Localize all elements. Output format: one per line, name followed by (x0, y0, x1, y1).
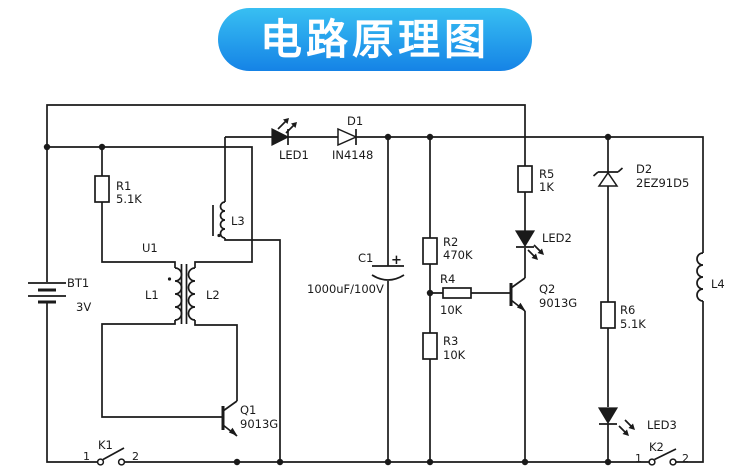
k2-contact-left (648, 458, 656, 466)
resistor-r2: R2 470K (422, 235, 473, 265)
k2-contact-right (669, 458, 677, 466)
r6-value-label: 5.1K (620, 317, 646, 331)
l2-winding (187, 267, 196, 321)
capacitor-c1: + C1 1000uF/100V (307, 251, 405, 296)
r5-value-label: 1K (539, 180, 554, 194)
r3-value-label: 10K (443, 348, 466, 362)
l3-ref-label: L3 (231, 214, 245, 228)
r3-ref-label: R3 (443, 334, 458, 348)
r1-value-label: 5.1K (116, 192, 142, 206)
switch-k1: K1 1 2 (83, 438, 139, 466)
c1-plus-sign: + (391, 253, 402, 268)
r2-ref-label: R2 (443, 235, 458, 249)
l4-winding (696, 252, 704, 302)
transformer-u1: U1 L1 L2 (142, 241, 220, 324)
l3-phase-dot (217, 233, 221, 238)
l1-ref-label: L1 (145, 288, 159, 302)
q2-ref-label: Q2 (539, 282, 555, 296)
transistor-q1: Q1 9013G (221, 400, 278, 437)
r6-ref-label: R6 (620, 303, 635, 317)
led-led1: LED1 (271, 118, 309, 162)
zener-d2: D2 2EZ91D5 (592, 162, 689, 190)
title-banner: 电路原理图 (218, 8, 532, 71)
l4-ref-label: L4 (711, 277, 725, 291)
led3-ref-label: LED3 (647, 418, 677, 432)
l1-phase-dot (167, 277, 172, 281)
q1-emitter-arrow (228, 427, 238, 436)
u1-ref-label: U1 (142, 241, 158, 255)
k1-pin1-label: 1 (83, 450, 90, 463)
led1-emission-arrows-icon (277, 118, 297, 134)
led3-triangle (597, 407, 619, 425)
switch-k2: K2 1 2 (635, 440, 689, 466)
resistor-r4: R4 10K (440, 272, 472, 317)
led-led3: LED3 (597, 407, 677, 436)
k2-pin1-label: 1 (635, 452, 642, 465)
c1-value-label: 1000uF/100V (307, 282, 384, 296)
d2-ref-label: D2 (636, 162, 652, 176)
k1-ref-label: K1 (98, 438, 113, 452)
k2-ref-label: K2 (649, 440, 664, 454)
led1-ref-label: LED1 (279, 148, 309, 162)
l3-winding (219, 201, 226, 239)
junction-dots (43, 133, 612, 466)
q2-emitter-arrow (517, 302, 526, 311)
r5-ref-label: R5 (539, 167, 554, 181)
bt1-value-label: 3V (76, 300, 91, 314)
c1-ref-label: C1 (358, 251, 373, 265)
wires (46, 104, 704, 463)
led1-triangle (271, 128, 290, 146)
c1-plate-curved (371, 274, 405, 281)
q1-collector (222, 400, 238, 412)
bt1-ref-label: BT1 (67, 276, 89, 290)
k1-lever (102, 447, 125, 461)
r1-ref-label: R1 (116, 179, 131, 193)
led2-ref-label: LED2 (542, 231, 572, 245)
d1-triangle (337, 127, 358, 147)
led-led2: LED2 (514, 230, 572, 260)
k1-contact-left (96, 458, 105, 466)
inductor-l3: L3 (212, 201, 245, 239)
page-title: 电路原理图 (259, 14, 490, 64)
inductor-l4: L4 (696, 252, 725, 302)
r2-body (422, 237, 438, 265)
led3-emission-arrows-icon (618, 419, 635, 436)
u1-core (180, 264, 188, 324)
l1-winding (174, 267, 183, 321)
d1-value-label: IN4148 (332, 148, 373, 162)
resistor-r3: R3 10K (422, 332, 466, 362)
k2-pin2-label: 2 (682, 452, 689, 465)
resistor-r5: R5 1K (517, 165, 554, 194)
q1-ref-label: Q1 (240, 403, 256, 417)
r4-value-label: 10K (440, 303, 463, 317)
k1-pin2-label: 2 (132, 450, 139, 463)
d2-triangle (597, 171, 619, 187)
r4-body (442, 287, 472, 299)
transistor-q2: Q2 9013G (509, 277, 577, 312)
d1-ref-label: D1 (347, 114, 363, 128)
r3-body (422, 332, 438, 360)
q1-value-label: 9013G (240, 417, 278, 431)
k1-contact-right (117, 458, 126, 466)
battery-bt1: BT1 3V (28, 276, 91, 314)
r4-ref-label: R4 (440, 272, 455, 286)
led2-emission-arrows-icon (527, 244, 544, 260)
diode-d1: D1 IN4148 (332, 114, 373, 162)
resistor-r6: R6 5.1K (600, 301, 646, 331)
r1-body (94, 175, 110, 203)
led2-triangle (514, 230, 536, 248)
r2-value-label: 470K (443, 248, 473, 262)
k2-lever (654, 448, 677, 461)
d2-value-label: 2EZ91D5 (636, 176, 689, 190)
r6-body (600, 301, 616, 329)
l2-ref-label: L2 (206, 288, 220, 302)
r5-body (517, 165, 533, 193)
resistor-r1: R1 5.1K (94, 175, 142, 206)
q2-value-label: 9013G (539, 296, 577, 310)
q2-collector (510, 277, 526, 289)
